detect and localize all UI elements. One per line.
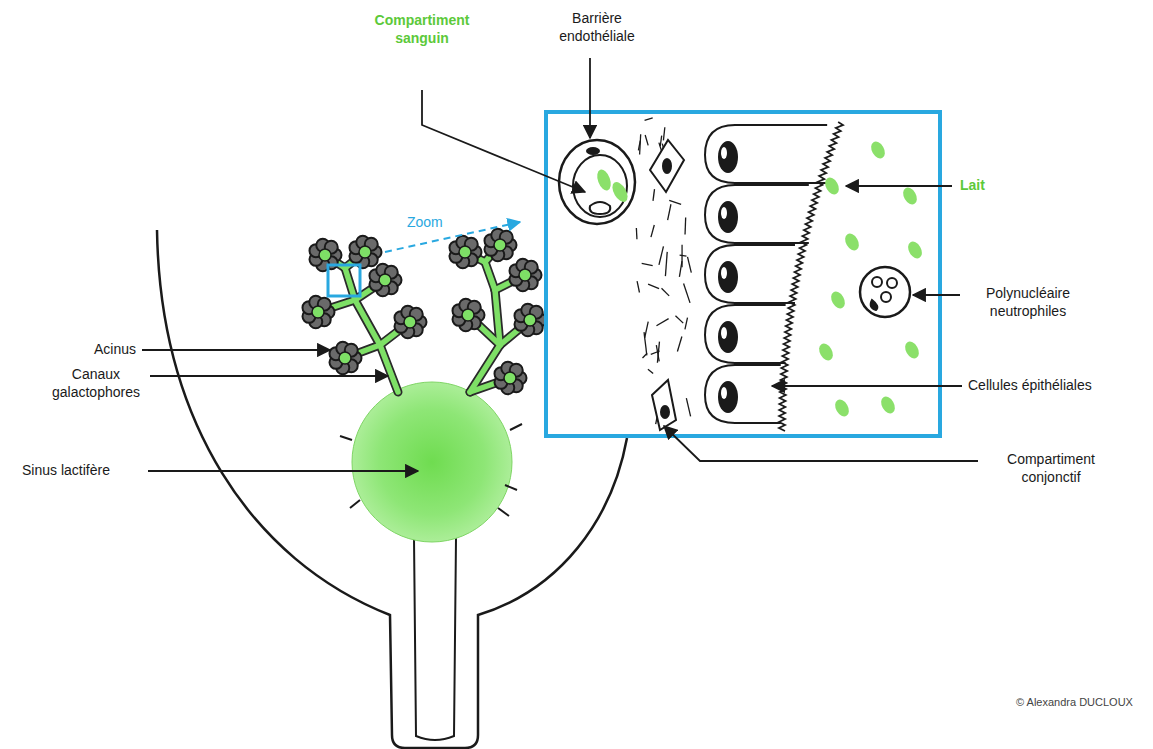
connective-fibre: [685, 318, 688, 330]
cell-nucleus: [718, 141, 738, 173]
duct-lumen: [380, 345, 398, 392]
part-label: Cellules épithéliales: [968, 377, 1092, 395]
connective-fibre: [662, 288, 670, 296]
sinus-ticks: [340, 424, 522, 516]
duct-lumen: [495, 290, 500, 345]
acinus-lumen: [504, 372, 516, 384]
milk-droplets: [816, 139, 924, 419]
acinus-lumen: [519, 269, 531, 281]
zoom-arrow: [385, 222, 520, 252]
duct-lumen: [355, 300, 380, 345]
nucleus-highlight: [721, 387, 727, 399]
acinus-lumen: [339, 352, 351, 364]
connective-fibre: [686, 398, 690, 416]
connective-fibre: [677, 337, 681, 352]
acini-clusters: [302, 229, 546, 394]
duct-outline: [355, 300, 380, 345]
duct-outline: [485, 262, 495, 290]
epithelial-cell: [705, 185, 809, 243]
nipple-duct: [414, 538, 456, 740]
acinus-lumen: [404, 316, 416, 328]
connective-fibre: [656, 345, 659, 361]
connective-fibre: [651, 225, 654, 237]
epithelial-cell: [705, 305, 786, 363]
part-label: Polynucléaire neutrophiles: [966, 285, 1090, 320]
connective-fibre: [668, 204, 671, 220]
epithelial-cell: [705, 125, 827, 183]
connective-fibre: [663, 127, 664, 140]
fibroblast: [650, 140, 684, 430]
capillary: [559, 140, 635, 224]
connective-fibre: [653, 189, 654, 201]
cell-nucleus: [718, 261, 738, 293]
apical-border: [779, 122, 843, 431]
connective-fibre: [645, 135, 648, 145]
connective-fibres: [636, 118, 691, 424]
neutrophil: [860, 267, 910, 317]
connective-fibre: [636, 228, 638, 239]
connective-fibre: [645, 118, 653, 120]
connective-fibre: [637, 281, 639, 292]
galactophore-ducts: [318, 245, 530, 392]
acinus-lumen: [312, 306, 324, 318]
leader-lines: [142, 58, 978, 471]
zoom-frame: [546, 112, 940, 436]
nucleus-highlight: [721, 267, 727, 279]
connective-fibre: [645, 322, 649, 338]
nucleus-highlight: [721, 327, 727, 339]
duct-lumen: [485, 262, 495, 290]
cell-nucleus: [718, 201, 738, 233]
nucleus-highlight: [721, 147, 727, 159]
zoom-marker: [328, 265, 360, 296]
part-label: © Alexandra DUCLOUX: [1016, 696, 1133, 710]
acinus-lumen: [359, 246, 371, 258]
nucleus-highlight: [721, 207, 727, 219]
connective-fibre: [665, 252, 667, 276]
part-label: Lait: [960, 177, 985, 195]
acinus-lumen: [459, 246, 471, 258]
connective-fibre: [669, 200, 681, 204]
connective-fibre: [684, 284, 690, 303]
connective-fibre: [648, 284, 659, 289]
connective-fibre: [648, 369, 653, 373]
connective-fibre: [684, 217, 686, 234]
connective-fibre: [659, 246, 664, 264]
part-label: Zoom: [407, 214, 443, 232]
cell-nucleus: [718, 321, 738, 353]
part-label: Acinus: [36, 341, 136, 359]
epithelial-cell: [705, 365, 781, 423]
part-label: Barrière endothéliale: [538, 10, 656, 45]
connective-fibre: [660, 136, 661, 147]
connective-fibre: [675, 316, 683, 323]
acinus-lumen: [462, 309, 474, 321]
connective-fibre: [642, 263, 653, 265]
connective-fibre: [644, 332, 647, 355]
duct-outline: [380, 345, 398, 392]
connective-fibre: [680, 255, 687, 256]
cell-nucleus: [718, 381, 738, 413]
epithelial-cell: [705, 245, 795, 303]
connective-fibre: [688, 257, 692, 273]
acinus-lumen: [524, 314, 536, 326]
part-label: Sinus lactifère: [22, 462, 110, 480]
part-label: Canaux galactophores: [38, 366, 154, 401]
lactiferous-sinus: [352, 382, 512, 542]
connective-fibre: [681, 245, 682, 268]
acinus-lumen: [319, 249, 331, 261]
acinus-lumen: [494, 239, 506, 251]
part-label: Compartiment sanguin: [358, 12, 486, 47]
epithelial-cells: [705, 125, 827, 423]
connective-fibre: [656, 319, 668, 326]
part-label: Compartiment conjonctif: [983, 451, 1119, 486]
acinus-lumen: [379, 274, 391, 286]
connective-fibre: [638, 141, 640, 151]
